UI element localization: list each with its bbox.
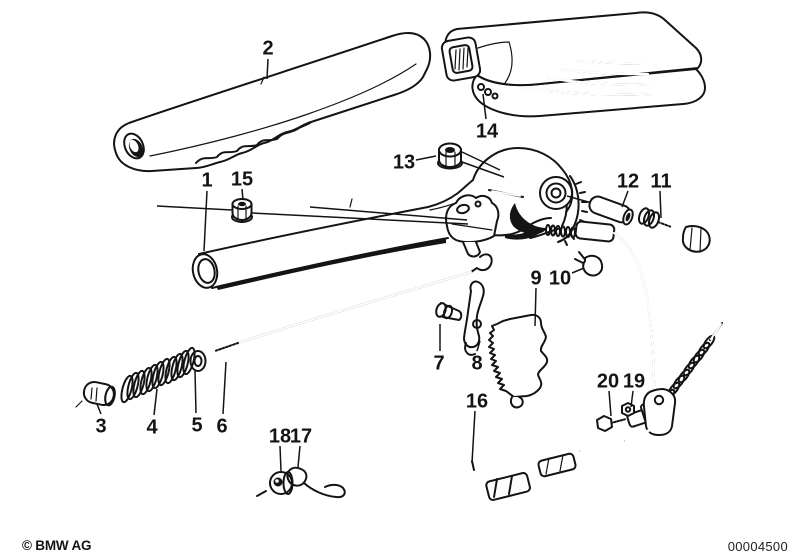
leader-line-19 <box>630 390 634 408</box>
boot-drawing <box>440 11 706 118</box>
part-label-17: 17 <box>290 426 312 448</box>
leader-line-18 <box>279 445 282 472</box>
leader-line-9 <box>534 287 537 327</box>
part-label-18: 18 <box>269 426 291 448</box>
nut-15-drawing <box>156 198 469 225</box>
part-label-4: 4 <box>146 417 158 439</box>
nut-13-drawing <box>437 142 505 178</box>
leader-line-13 <box>415 155 437 161</box>
copyright-text: © BMW AG <box>22 538 92 553</box>
sleeve-12-drawing <box>588 195 634 226</box>
leader-line-16 <box>471 410 476 464</box>
handbrake-lever-drawing <box>191 147 616 290</box>
leader-line-2 <box>266 58 269 80</box>
drawing-number: 00004500 <box>727 539 788 554</box>
leader-line-4 <box>153 388 158 416</box>
leader-line-15 <box>241 188 244 201</box>
part-label-9: 9 <box>530 268 541 290</box>
part-label-11: 11 <box>650 171 671 193</box>
leader-line-14 <box>482 93 487 120</box>
part-label-20: 20 <box>597 371 619 393</box>
brake-rod-drawing <box>214 253 493 352</box>
leader-line-5 <box>194 370 197 414</box>
part-label-8: 8 <box>471 353 482 375</box>
leader-line-20 <box>608 390 612 417</box>
part-label-12: 12 <box>617 171 639 193</box>
bolt-11-drawing <box>637 207 711 253</box>
part-label-16: 16 <box>466 391 488 413</box>
cap-3-drawing <box>75 380 116 408</box>
cable-bracket-drawing <box>626 388 677 436</box>
spring-4-drawing <box>120 346 196 404</box>
pin-7-drawing <box>435 302 463 321</box>
part-label-10: 10 <box>549 268 571 290</box>
part-label-14: 14 <box>476 121 499 143</box>
nut-19-drawing <box>621 402 635 417</box>
part-label-13: 13 <box>393 152 415 174</box>
pawl-8-drawing <box>463 280 485 356</box>
leader-line-3 <box>96 403 102 415</box>
lower-cable-drawing <box>457 429 650 523</box>
part-label-3: 3 <box>95 416 106 438</box>
part-label-2: 2 <box>262 38 273 60</box>
part-label-6: 6 <box>216 416 227 438</box>
leader-line-6 <box>222 361 227 415</box>
part-label-1: 1 <box>201 170 212 192</box>
part-label-5: 5 <box>191 415 202 437</box>
grip-drawing <box>113 32 432 173</box>
leader-line-1 <box>203 190 208 252</box>
part-label-19: 19 <box>623 371 645 393</box>
ratchet-segment-9-drawing <box>488 313 549 409</box>
leader-line-10 <box>571 267 585 274</box>
leader-line-11 <box>659 190 662 219</box>
leader-line-12 <box>621 190 629 208</box>
clip-10-drawing <box>574 251 604 277</box>
bolt-20-drawing <box>596 415 627 432</box>
leader-line-17 <box>297 445 301 468</box>
part-label-15: 15 <box>231 169 253 191</box>
part-label-7: 7 <box>433 353 444 375</box>
leader-line-8 <box>476 340 481 352</box>
cable-coil-end-drawing <box>662 322 723 404</box>
wire-clip-17-drawing <box>286 466 346 499</box>
